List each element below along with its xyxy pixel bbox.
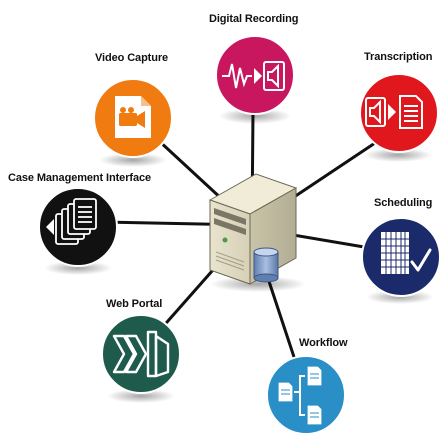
- label-scheduling: Scheduling: [374, 197, 433, 209]
- video-capture-node: [93, 78, 173, 167]
- portal-arrows-icon: [112, 330, 170, 378]
- web-portal-node: [101, 314, 181, 403]
- label-web-portal: Web Portal: [106, 298, 163, 310]
- transcription-node: [359, 73, 439, 162]
- server-database-icon: [208, 173, 306, 292]
- label-transcription: Transcription: [364, 51, 433, 63]
- workflow-node: [266, 355, 346, 435]
- case-management-node: [38, 187, 118, 275]
- workflow-circle: [266, 355, 346, 435]
- calendar-check-icon: [381, 232, 432, 274]
- label-digital-recording: Digital Recording: [209, 13, 299, 25]
- video-camera-document-icon: [115, 96, 151, 138]
- label-workflow: Workflow: [299, 337, 348, 349]
- label-case-management: Case Management Interface: [8, 172, 151, 184]
- speaker-to-document-icon: [365, 95, 423, 129]
- label-video-capture: Video Capture: [95, 52, 169, 64]
- stacked-documents-icon: [46, 198, 97, 245]
- workflow-documents-icon: [277, 365, 323, 426]
- scheduling-node: [361, 217, 441, 304]
- waveform-play-speaker-icon: [222, 61, 285, 91]
- digital-recording-node: [215, 35, 295, 124]
